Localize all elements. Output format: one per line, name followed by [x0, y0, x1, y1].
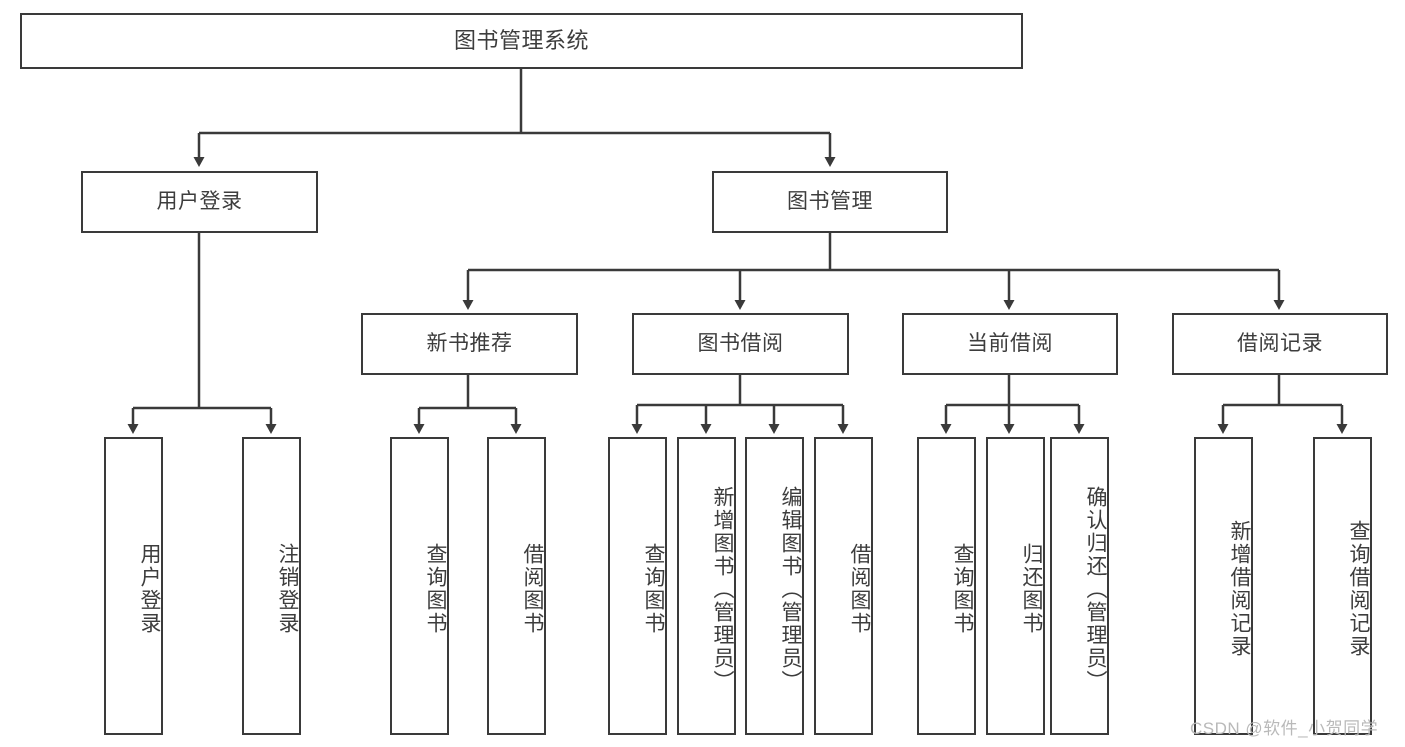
watermark: CSDN @软件_小贺同学 — [1190, 719, 1379, 738]
node-label: 查询图书 — [642, 543, 665, 635]
leaf-add-book-admin[interactable]: 新增图书（管理员） — [677, 437, 736, 735]
leaf-query-book-recommend[interactable]: 查询图书 — [390, 437, 449, 735]
node-book-borrow[interactable]: 图书借阅 — [632, 313, 849, 375]
node-new-book-recommend[interactable]: 新书推荐 — [361, 313, 578, 375]
node-borrow-record[interactable]: 借阅记录 — [1172, 313, 1388, 375]
node-label: 图书借阅 — [697, 332, 784, 356]
node-label: 借阅记录 — [1237, 332, 1323, 356]
leaf-user-login[interactable]: 用户登录 — [104, 437, 163, 735]
node-label: 查询图书 — [951, 543, 974, 635]
leaf-query-book-borrow[interactable]: 查询图书 — [608, 437, 667, 735]
node-label: 借阅图书 — [521, 543, 544, 635]
node-label: 借阅图书 — [848, 543, 871, 635]
node-label: 注销登录 — [276, 543, 299, 635]
node-label: 图书管理系统 — [453, 27, 589, 53]
leaf-borrow-book[interactable]: 借阅图书 — [814, 437, 873, 735]
node-label: 归还图书 — [1020, 543, 1043, 635]
node-label: 查询图书 — [424, 543, 447, 635]
leaf-query-borrow-record[interactable]: 查询借阅记录 — [1313, 437, 1372, 735]
leaf-borrow-book-recommend[interactable]: 借阅图书 — [487, 437, 546, 735]
leaf-query-book-current[interactable]: 查询图书 — [917, 437, 976, 735]
leaf-edit-book-admin[interactable]: 编辑图书（管理员） — [745, 437, 804, 735]
node-book-management[interactable]: 图书管理 — [712, 171, 948, 233]
node-label: 用户登录 — [156, 190, 243, 214]
node-label: 查询借阅记录 — [1347, 520, 1370, 658]
leaf-confirm-return-admin[interactable]: 确认归还（管理员） — [1050, 437, 1109, 735]
node-current-borrow[interactable]: 当前借阅 — [902, 313, 1118, 375]
node-user-login[interactable]: 用户登录 — [81, 171, 318, 233]
node-label: 当前借阅 — [967, 332, 1053, 356]
leaf-logout[interactable]: 注销登录 — [242, 437, 301, 735]
node-label: 确认归还（管理员） — [1084, 485, 1107, 693]
node-label: 用户登录 — [138, 543, 161, 635]
node-root-system[interactable]: 图书管理系统 — [20, 13, 1023, 69]
node-label: 编辑图书（管理员） — [779, 485, 802, 693]
node-label: 新增图书（管理员） — [711, 485, 734, 693]
node-label: 图书管理 — [787, 190, 873, 214]
leaf-add-borrow-record[interactable]: 新增借阅记录 — [1194, 437, 1253, 735]
node-label: 新增借阅记录 — [1228, 520, 1251, 658]
node-label: 新书推荐 — [426, 332, 513, 356]
leaf-return-book[interactable]: 归还图书 — [986, 437, 1045, 735]
